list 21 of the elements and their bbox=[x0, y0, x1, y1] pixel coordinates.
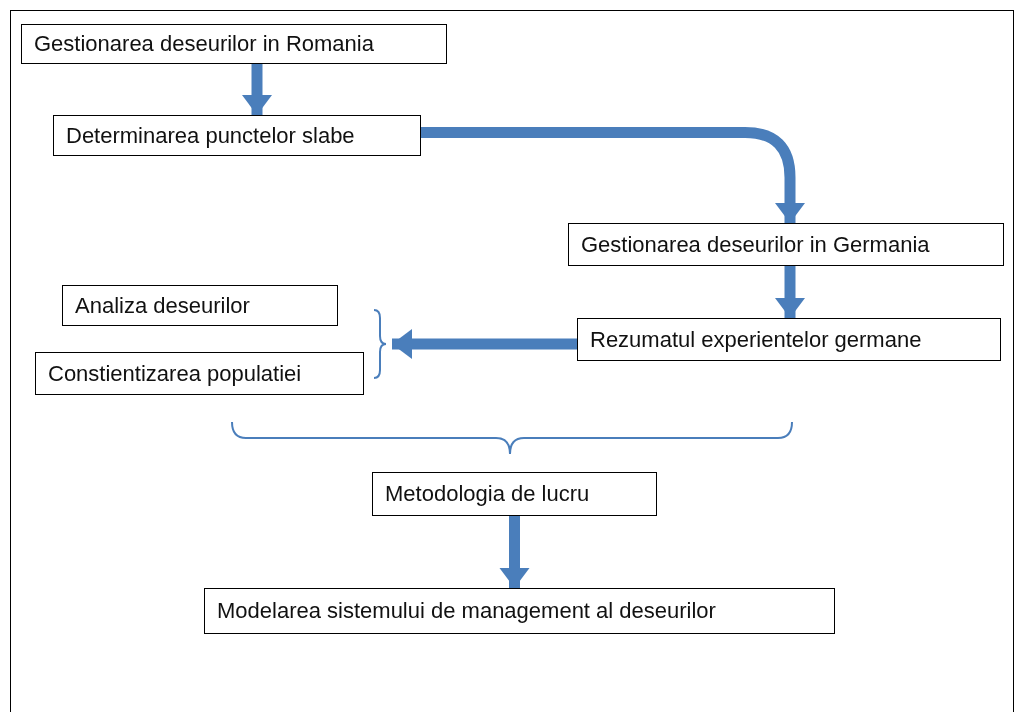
box-label: Analiza deseurilor bbox=[75, 291, 250, 320]
block-arrow bbox=[242, 64, 272, 115]
box-label: Gestionarea deseurilor in Romania bbox=[34, 30, 374, 58]
box-label: Gestionarea deseurilor in Germania bbox=[581, 230, 930, 259]
process-box bbox=[568, 223, 1004, 266]
box-label: Modelarea sistemului de management al deseurilor bbox=[217, 597, 716, 625]
block-arrow bbox=[499, 516, 530, 588]
block-arrow bbox=[775, 266, 805, 318]
block-arrow bbox=[421, 127, 805, 223]
process-box bbox=[204, 588, 835, 634]
box-label: Determinarea punctelor slabe bbox=[66, 121, 355, 150]
box-label: Rezumatul experientelor germane bbox=[590, 325, 922, 354]
block-arrow bbox=[392, 329, 577, 359]
process-box bbox=[53, 115, 421, 156]
process-box bbox=[62, 285, 338, 326]
process-box bbox=[577, 318, 1001, 361]
box-label: Constientizarea populatiei bbox=[48, 359, 302, 388]
process-box bbox=[35, 352, 364, 395]
process-box bbox=[372, 472, 657, 516]
process-box bbox=[21, 24, 447, 64]
box-label: Metodologia de lucru bbox=[385, 480, 590, 508]
